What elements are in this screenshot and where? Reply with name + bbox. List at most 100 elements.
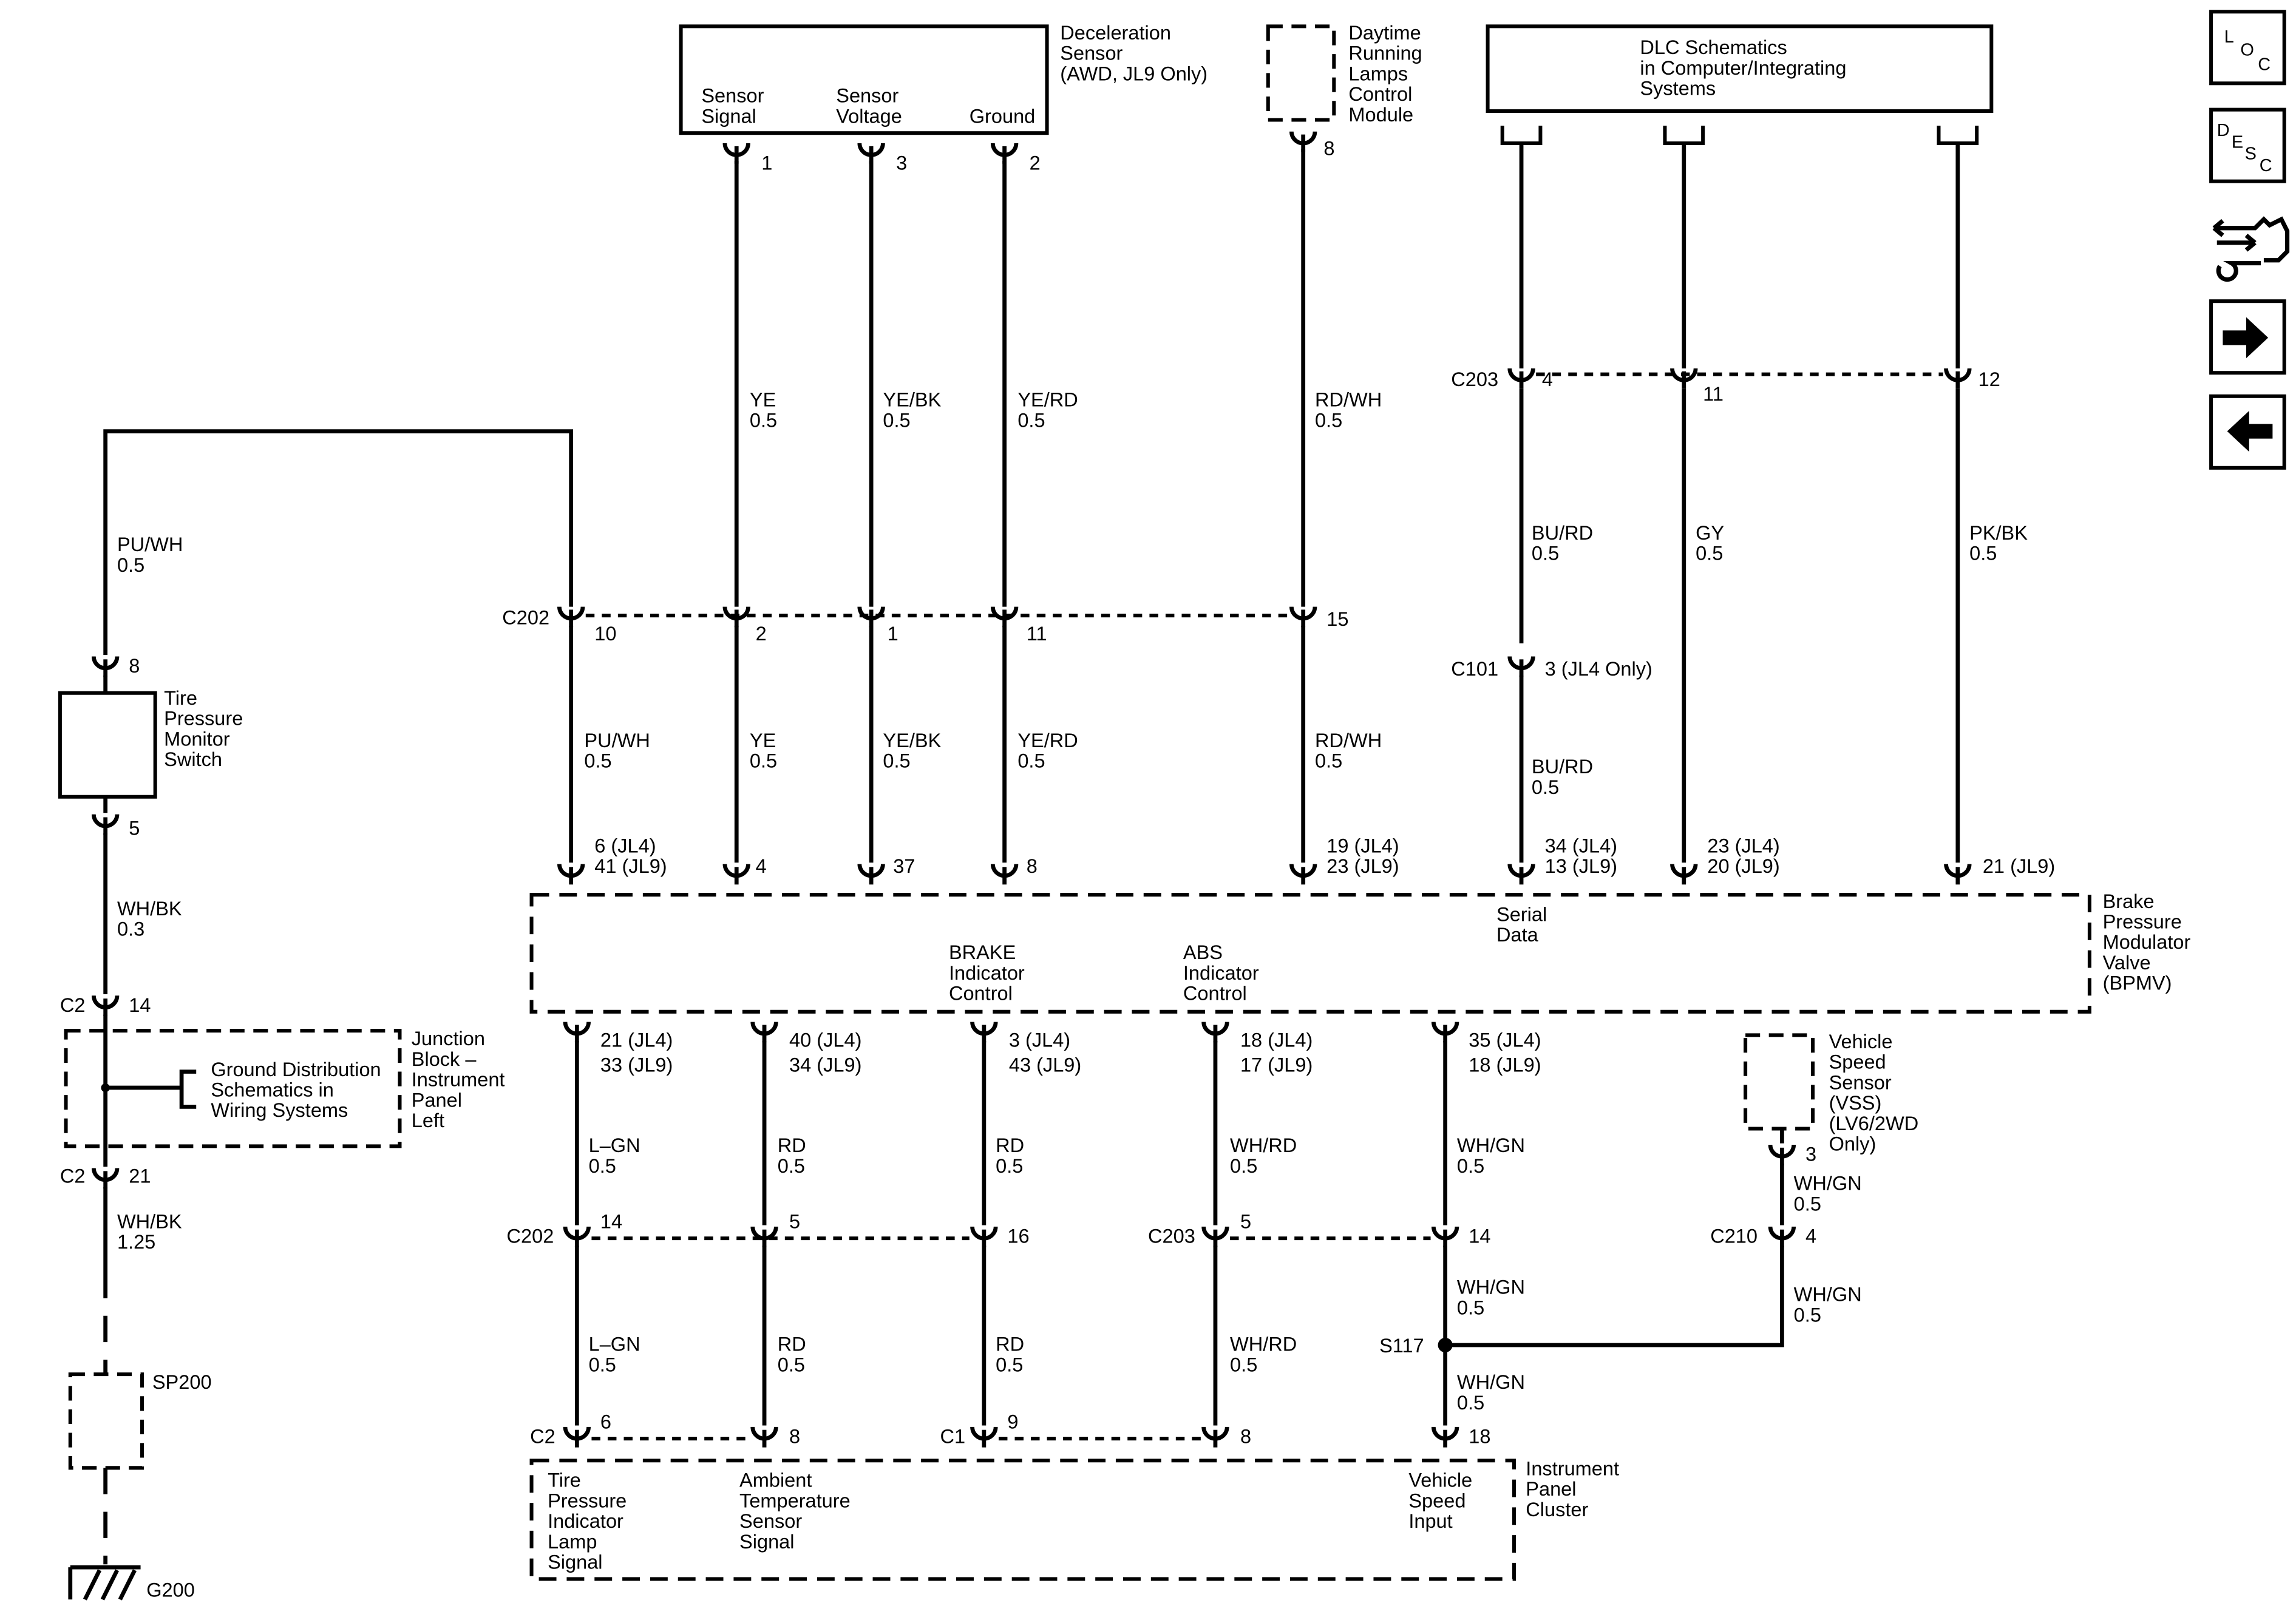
desc-c: C — [2260, 156, 2272, 175]
ipc-pin-8b: 8 — [1240, 1425, 1251, 1447]
tpms-title-3: Monitor — [164, 728, 230, 750]
bpmv-top-pin-7b: 20 (JL9) — [1707, 855, 1779, 877]
arrow-right-icon — [2223, 317, 2269, 359]
loc-c: C — [2258, 55, 2271, 75]
wire-pk-bk-1: PK/BK — [1969, 522, 2028, 544]
c2-pin-14: 14 — [129, 994, 151, 1016]
wire-ye-mid-1: YE — [750, 730, 776, 751]
c203-low-label: C203 — [1148, 1225, 1195, 1247]
jb-title-5: Left — [412, 1110, 444, 1131]
tpms-pin-5: 5 — [129, 817, 140, 839]
wire-rd-2b: 0.5 — [996, 1155, 1023, 1177]
bpmv-brake-3: Control — [949, 983, 1013, 1005]
c202-low-conn-5 — [750, 1226, 778, 1247]
vss-title-4: (VSS) — [1829, 1092, 1882, 1114]
wire-ye-rd-top-2: 0.5 — [1017, 409, 1045, 431]
tpms-conn-8 — [91, 656, 120, 677]
c2-pin-21: 21 — [129, 1165, 151, 1187]
wire-wh-gn-1b: 0.5 — [1457, 1155, 1484, 1177]
bpmv-top-pin-7a: 23 (JL4) — [1707, 835, 1779, 856]
wire-wh-gn-3a: WH/GN — [1794, 1284, 1862, 1306]
c202-pin-11: 11 — [1027, 623, 1047, 645]
tire-pressure-monitor-switch: Tire Pressure Monitor Switch — [58, 687, 243, 799]
bpmv-top-pin-6b: 13 (JL9) — [1545, 855, 1617, 877]
c202-low-conn-14 — [563, 1226, 591, 1247]
decel-pin-3: 3 — [896, 152, 907, 174]
bpmv-top-pin-4: 8 — [1027, 855, 1038, 877]
wire-ye-top-2: 0.5 — [750, 409, 777, 431]
arrow-left-icon — [2227, 410, 2273, 452]
ipc-tire-1: Tire — [548, 1470, 581, 1491]
bpmv-bot-pin-4b: 17 (JL9) — [1240, 1054, 1313, 1076]
c202-conn-1 — [857, 606, 885, 628]
ipc-amb-2: Temperature — [739, 1490, 851, 1511]
bpmv-top-pin-8: 21 (JL9) — [1983, 855, 2055, 877]
wire-ye-rd-top-1: YE/RD — [1017, 389, 1078, 411]
wire-ye-mid-2: 0.5 — [750, 750, 777, 772]
wire-wh-gn-vss-a: WH/GN — [1794, 1173, 1862, 1195]
vss-title-5: (LV6/2WD — [1829, 1113, 1919, 1134]
ipc-tire-5: Signal — [548, 1551, 602, 1573]
nav-next-button[interactable] — [2209, 299, 2286, 375]
c210-label: C210 — [1710, 1225, 1758, 1247]
drl-title-1: Daytime — [1348, 22, 1421, 44]
wire-ye-bk-top-2: 0.5 — [883, 409, 910, 431]
decel-pin-1: 1 — [761, 152, 772, 174]
wire-gy-1: GY — [1696, 522, 1724, 544]
wire-l-gn-2b: 0.5 — [589, 1354, 616, 1375]
s117-label: S117 — [1379, 1335, 1424, 1357]
wire-wh-gn-2b: 0.5 — [1457, 1297, 1484, 1318]
sp200-label: SP200 — [152, 1371, 212, 1393]
bpmv-abs-2: Indicator — [1183, 962, 1259, 984]
wire-rd-3b: 0.5 — [778, 1354, 805, 1375]
bpmv-serial-1: Serial — [1496, 903, 1547, 925]
drl-pin: 8 — [1323, 137, 1334, 159]
wire-ye-top-1: YE — [750, 389, 776, 411]
decel-title-3: (AWD, JL9 Only) — [1060, 63, 1207, 84]
ipc-tire-4: Lamp — [548, 1531, 597, 1553]
bpmv-bot-pin-5a: 35 (JL4) — [1469, 1029, 1541, 1051]
ipc-pin-18: 18 — [1469, 1425, 1490, 1447]
wire-wh-rd-1b: 0.5 — [1230, 1155, 1257, 1177]
c202-pin-10: 10 — [594, 623, 616, 645]
tpms-title-4: Switch — [164, 748, 222, 770]
decel-title-1: Deceleration — [1060, 22, 1171, 44]
c203-low-pin-14: 14 — [1469, 1225, 1490, 1247]
wire-wh-gn-1a: WH/GN — [1457, 1134, 1525, 1156]
nav-prev-button[interactable] — [2209, 394, 2286, 470]
gd-text-2: Schematics in — [211, 1079, 334, 1101]
gd-text-3: Wiring Systems — [211, 1099, 348, 1121]
nav-desc-button[interactable]: D E S C — [2209, 107, 2286, 183]
wire-rd-4b: 0.5 — [996, 1354, 1023, 1375]
g200-label: G200 — [146, 1579, 195, 1601]
c2-ipc-label: C2 — [530, 1425, 555, 1447]
c203-conn-11 — [1670, 368, 1698, 389]
bpmv-conn-d — [990, 864, 1019, 885]
wire-wh-rd-2b: 0.5 — [1230, 1354, 1257, 1375]
wire-rd-2a: RD — [996, 1134, 1024, 1156]
wire-rd-wh-mid-1: RD/WH — [1315, 730, 1382, 751]
bpmv-bot-pin-4a: 18 (JL4) — [1240, 1029, 1313, 1051]
bpmv-bot-conn-b — [750, 1022, 778, 1043]
connector-dashes — [585, 372, 1943, 1441]
nav-loc-button[interactable]: L O C — [2209, 10, 2286, 86]
bpmv-abs-1: ABS — [1183, 941, 1223, 963]
ipc-amb-4: Signal — [739, 1531, 794, 1553]
c2-conn-21 — [91, 1168, 120, 1189]
c202-conn-10 — [557, 606, 585, 628]
ipc-vsi-1: Vehicle — [1408, 1470, 1472, 1491]
c203-pin-12: 12 — [1978, 368, 2000, 390]
connector-wrench-icon[interactable] — [2212, 216, 2290, 282]
gd-text-1: Ground Distribution — [211, 1059, 381, 1080]
vss-title-3: Sensor — [1829, 1071, 1892, 1093]
wire-ye-rd-mid-1: YE/RD — [1017, 730, 1078, 751]
ground-g200: G200 — [68, 1565, 195, 1601]
decel-pin-label-1b: Signal — [701, 105, 756, 127]
tpms-pin-8: 8 — [129, 655, 140, 677]
vss-title-1: Vehicle — [1829, 1031, 1893, 1053]
wire-wh-gn-4a: WH/GN — [1457, 1371, 1525, 1393]
bpmv-top-pin-1b: 41 (JL9) — [594, 855, 667, 877]
c203-low-conn-14 — [1431, 1226, 1459, 1247]
c1-ipc-label: C1 — [940, 1425, 965, 1447]
